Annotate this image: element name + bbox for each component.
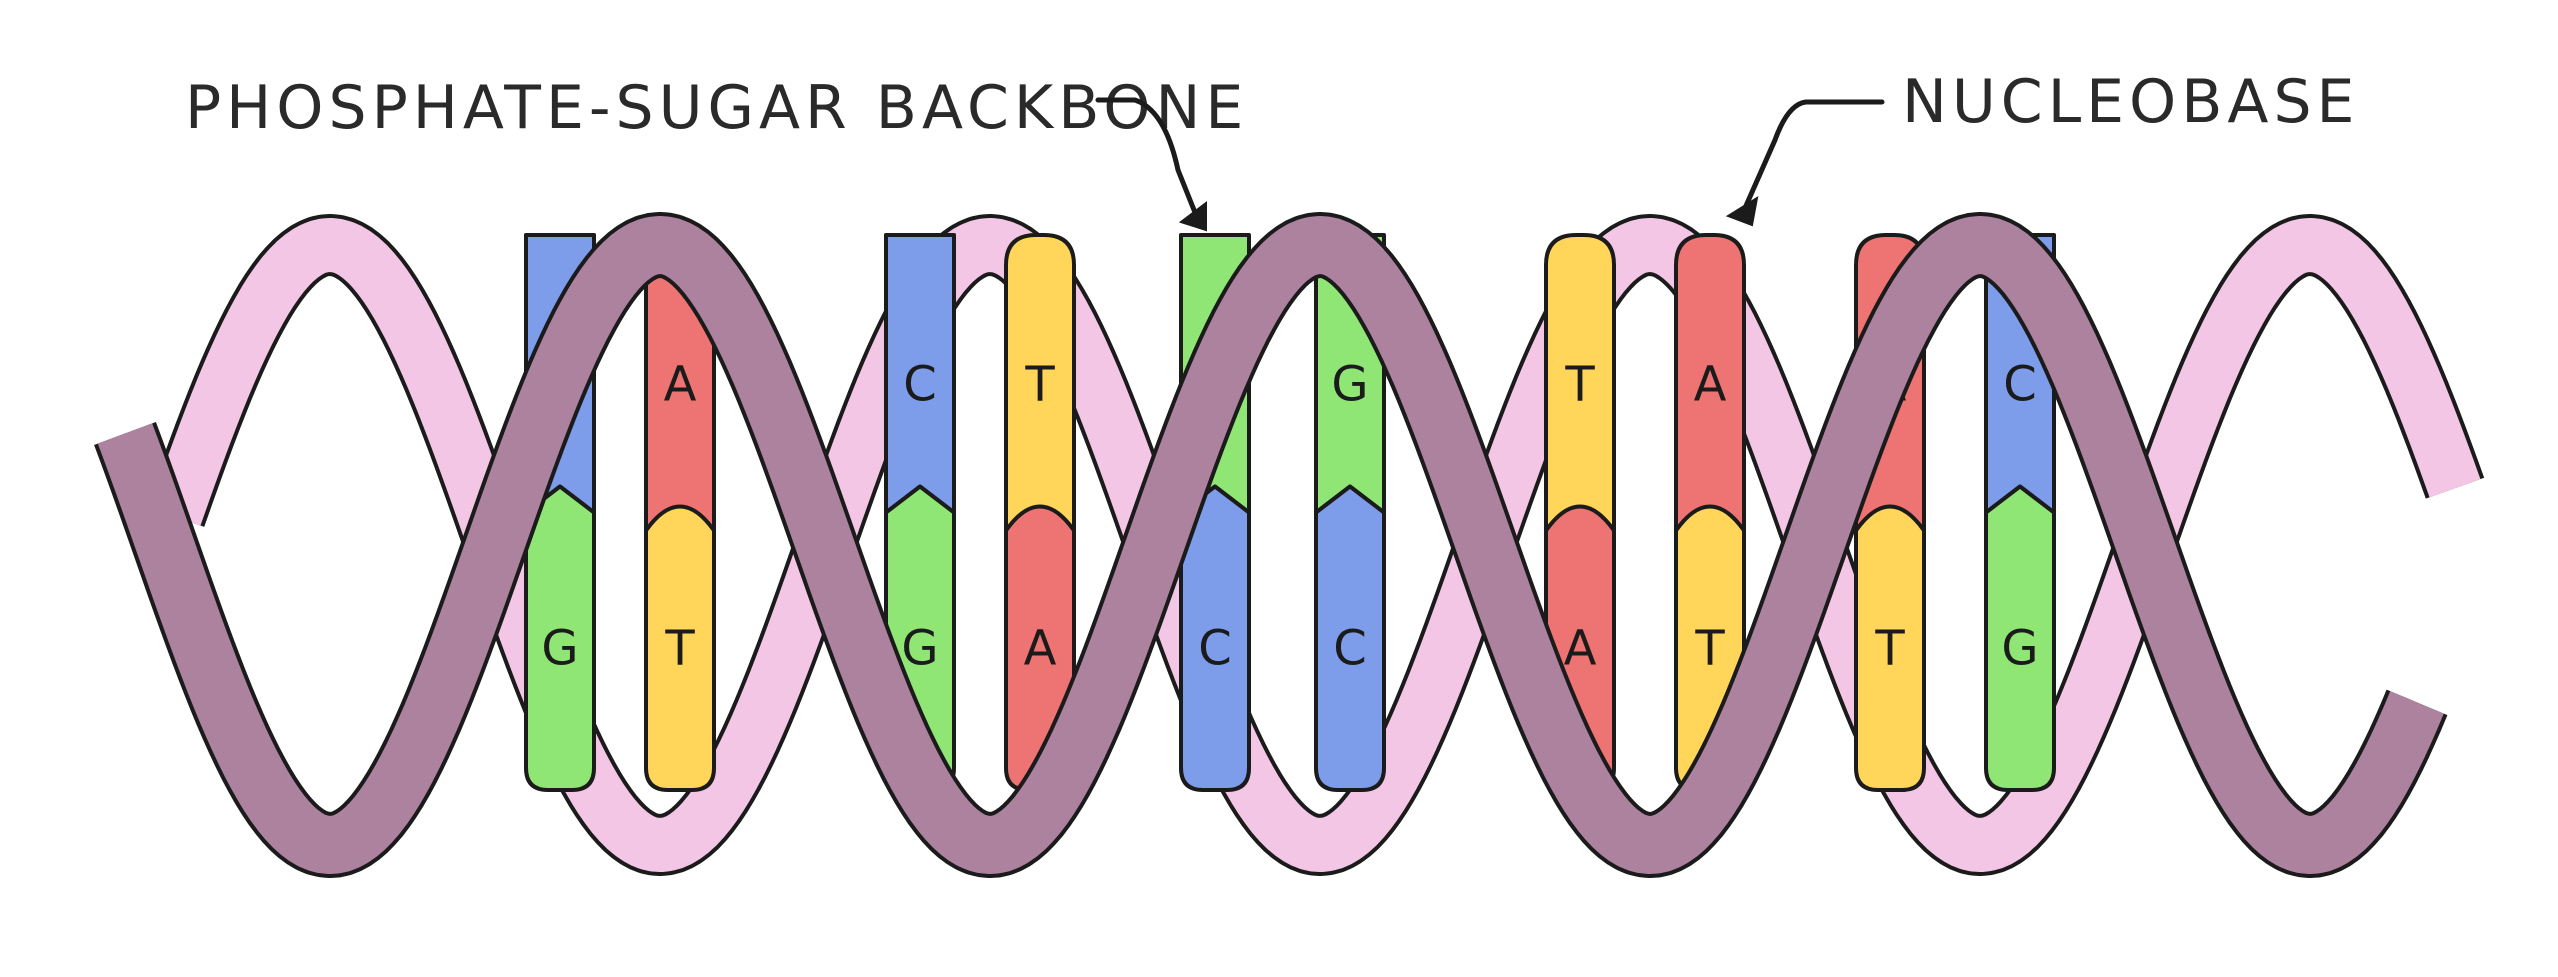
nucleobase-leader-line bbox=[1742, 99, 1885, 211]
front-strand bbox=[94, 212, 2448, 878]
base-letter: C bbox=[1198, 620, 1232, 676]
base-letter: G bbox=[901, 620, 938, 676]
backbone-arrowhead bbox=[1178, 200, 1207, 232]
base-letter: T bbox=[1564, 357, 1595, 413]
nucleobase-a bbox=[1674, 233, 1746, 533]
base-letter: C bbox=[2003, 357, 2037, 413]
nucleobase-g bbox=[1984, 484, 2056, 792]
base-letter: C bbox=[903, 357, 937, 413]
base-letter: G bbox=[1331, 357, 1368, 413]
base-letter: A bbox=[664, 357, 697, 413]
nucleobase-g bbox=[524, 484, 596, 792]
backbone-leader-line bbox=[1095, 97, 1199, 218]
base-letter: C bbox=[1333, 620, 1367, 676]
base-letter: T bbox=[1694, 620, 1725, 676]
nucleobase-c bbox=[1314, 484, 1386, 792]
base-pair: AT bbox=[1674, 233, 1746, 792]
base-letter: A bbox=[1694, 357, 1727, 413]
front-strand-ribbon bbox=[97, 216, 2444, 874]
base-letter: T bbox=[1024, 357, 1055, 413]
base-letter: G bbox=[2001, 620, 2038, 676]
base-letter: A bbox=[1024, 620, 1057, 676]
backbone-label: PHOSPHATE-SUGAR BACKBONE bbox=[185, 73, 1248, 143]
nucleobase-t bbox=[1854, 504, 1926, 792]
nucleobase-t bbox=[1544, 233, 1616, 533]
base-letter: T bbox=[1874, 620, 1905, 676]
nucleobase-c bbox=[1179, 484, 1251, 792]
nucleobase-t bbox=[644, 504, 716, 792]
nucleobase-arrowhead bbox=[1725, 195, 1759, 227]
base-letter: A bbox=[1564, 620, 1597, 676]
nucleobase-t bbox=[1004, 233, 1076, 533]
base-letter: G bbox=[541, 620, 578, 676]
callouts: PHOSPHATE-SUGAR BACKBONE NUCLEOBASE bbox=[185, 67, 2359, 232]
base-pair: AT bbox=[644, 233, 716, 792]
base-letter: T bbox=[664, 620, 695, 676]
nucleobase-label: NUCLEOBASE bbox=[1902, 67, 2359, 137]
